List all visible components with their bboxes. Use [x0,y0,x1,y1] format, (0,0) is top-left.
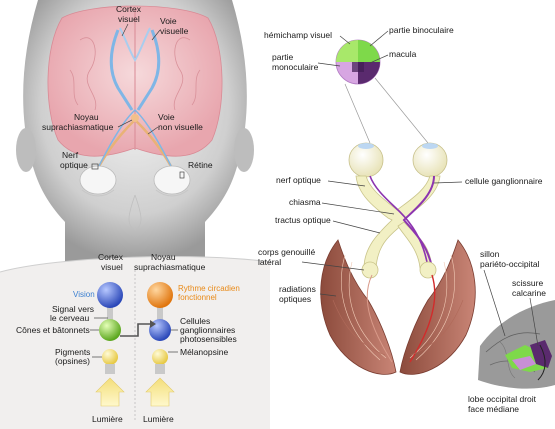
label-cones: Cônes et bâtonnets [16,325,90,335]
label-pigments-1: Pigments [55,347,90,357]
label-signal-1: Signal vers [52,304,94,314]
label-noyau-2: suprachiasmatique [42,122,114,132]
label-bl-cortex-2: visuel [101,262,123,272]
label-hemichamp: hémichamp visuel [264,30,332,40]
label-cellule-ganglionnaire: cellule ganglionnaire [465,176,543,186]
head-illustration [0,0,270,262]
arrow-lumiere-1 [95,377,125,407]
label-bl-noyau-1: Noyau [151,252,176,262]
label-voie-visuelle-2: visuelle [160,26,189,36]
label-nerf-optique: nerf optique [276,175,321,185]
bottom-left-labels: Cortex visuel Noyau suprachiasmatique Vi… [16,252,240,424]
label-lobe-2: face médiane [468,404,519,414]
label-vision: Vision [73,290,95,299]
label-retine: Rétine [188,160,213,170]
occipital-lobe-inset [478,300,555,389]
label-corps-genouille-1: corps genouillé [258,247,315,257]
optic-pathway [348,142,448,279]
label-noyau-1: Noyau [74,112,99,122]
label-bl-noyau-2: suprachiasmatique [134,262,206,272]
optic-radiations [320,239,476,375]
label-partie-monoculaire-2: monoculaire [272,62,319,72]
label-voie-visuelle-1: Voie [160,16,177,26]
label-nerf-optique-1: Nerf [62,150,79,160]
label-cellules-2: ganglionnaires [180,325,235,335]
label-rythme-2: fonctionnel [178,293,217,302]
arrow-lumiere-2 [145,377,175,407]
label-bl-cortex-1: Cortex [98,252,124,262]
label-voie-non-visuelle-1: Voie [158,112,175,122]
label-pigments-2: (opsines) [55,356,90,366]
label-scissure-1: scissure [512,278,543,288]
label-melanopsine: Mélanopsine [180,347,228,357]
label-sillon-1: sillon [480,249,500,259]
label-rythme-1: Rythme circadien [178,284,240,293]
label-corps-genouille-2: latéral [258,257,281,267]
label-scissure-2: calcarine [512,288,546,298]
sphere-cones [99,319,121,341]
sphere-cortex-visuel [97,282,123,308]
sphere-melanopsine [152,349,168,365]
sphere-pigments [102,349,118,365]
label-tractus: tractus optique [275,215,331,225]
label-signal-2: le cerveau [50,313,89,323]
label-lumiere-2: Lumière [143,414,174,424]
right-labels: hémichamp visuel partie binoculaire part… [258,25,546,414]
label-radiations-2: optiques [279,294,311,304]
photoreception-panel [0,256,271,429]
label-partie-monoculaire-1: partie [272,52,294,62]
label-nerf-optique-2: optique [60,160,88,170]
label-cellules-1: Cellules [180,316,210,326]
label-cellules-3: photosensibles [180,334,237,344]
label-macula: macula [389,49,417,59]
top-left-labels: Cortex visuel Voie visuelle Noyau suprac… [42,4,213,179]
sphere-noyau [147,282,173,308]
label-lumiere-1: Lumière [92,414,123,424]
label-sillon-2: pariéto-occipital [480,259,540,269]
label-lobe-1: lobe occipital droit [468,394,537,404]
lgn-left [361,261,379,279]
label-chiasma: chiasma [289,197,321,207]
label-cortex-visuel-1: Cortex [116,4,142,14]
visual-field-disc [335,39,381,85]
lgn-right [419,261,437,279]
label-partie-binoculaire: partie binoculaire [389,25,454,35]
label-radiations-1: radiations [279,284,316,294]
label-cortex-visuel-2: visuel [118,14,140,24]
label-voie-non-visuelle-2: non visuelle [158,122,203,132]
